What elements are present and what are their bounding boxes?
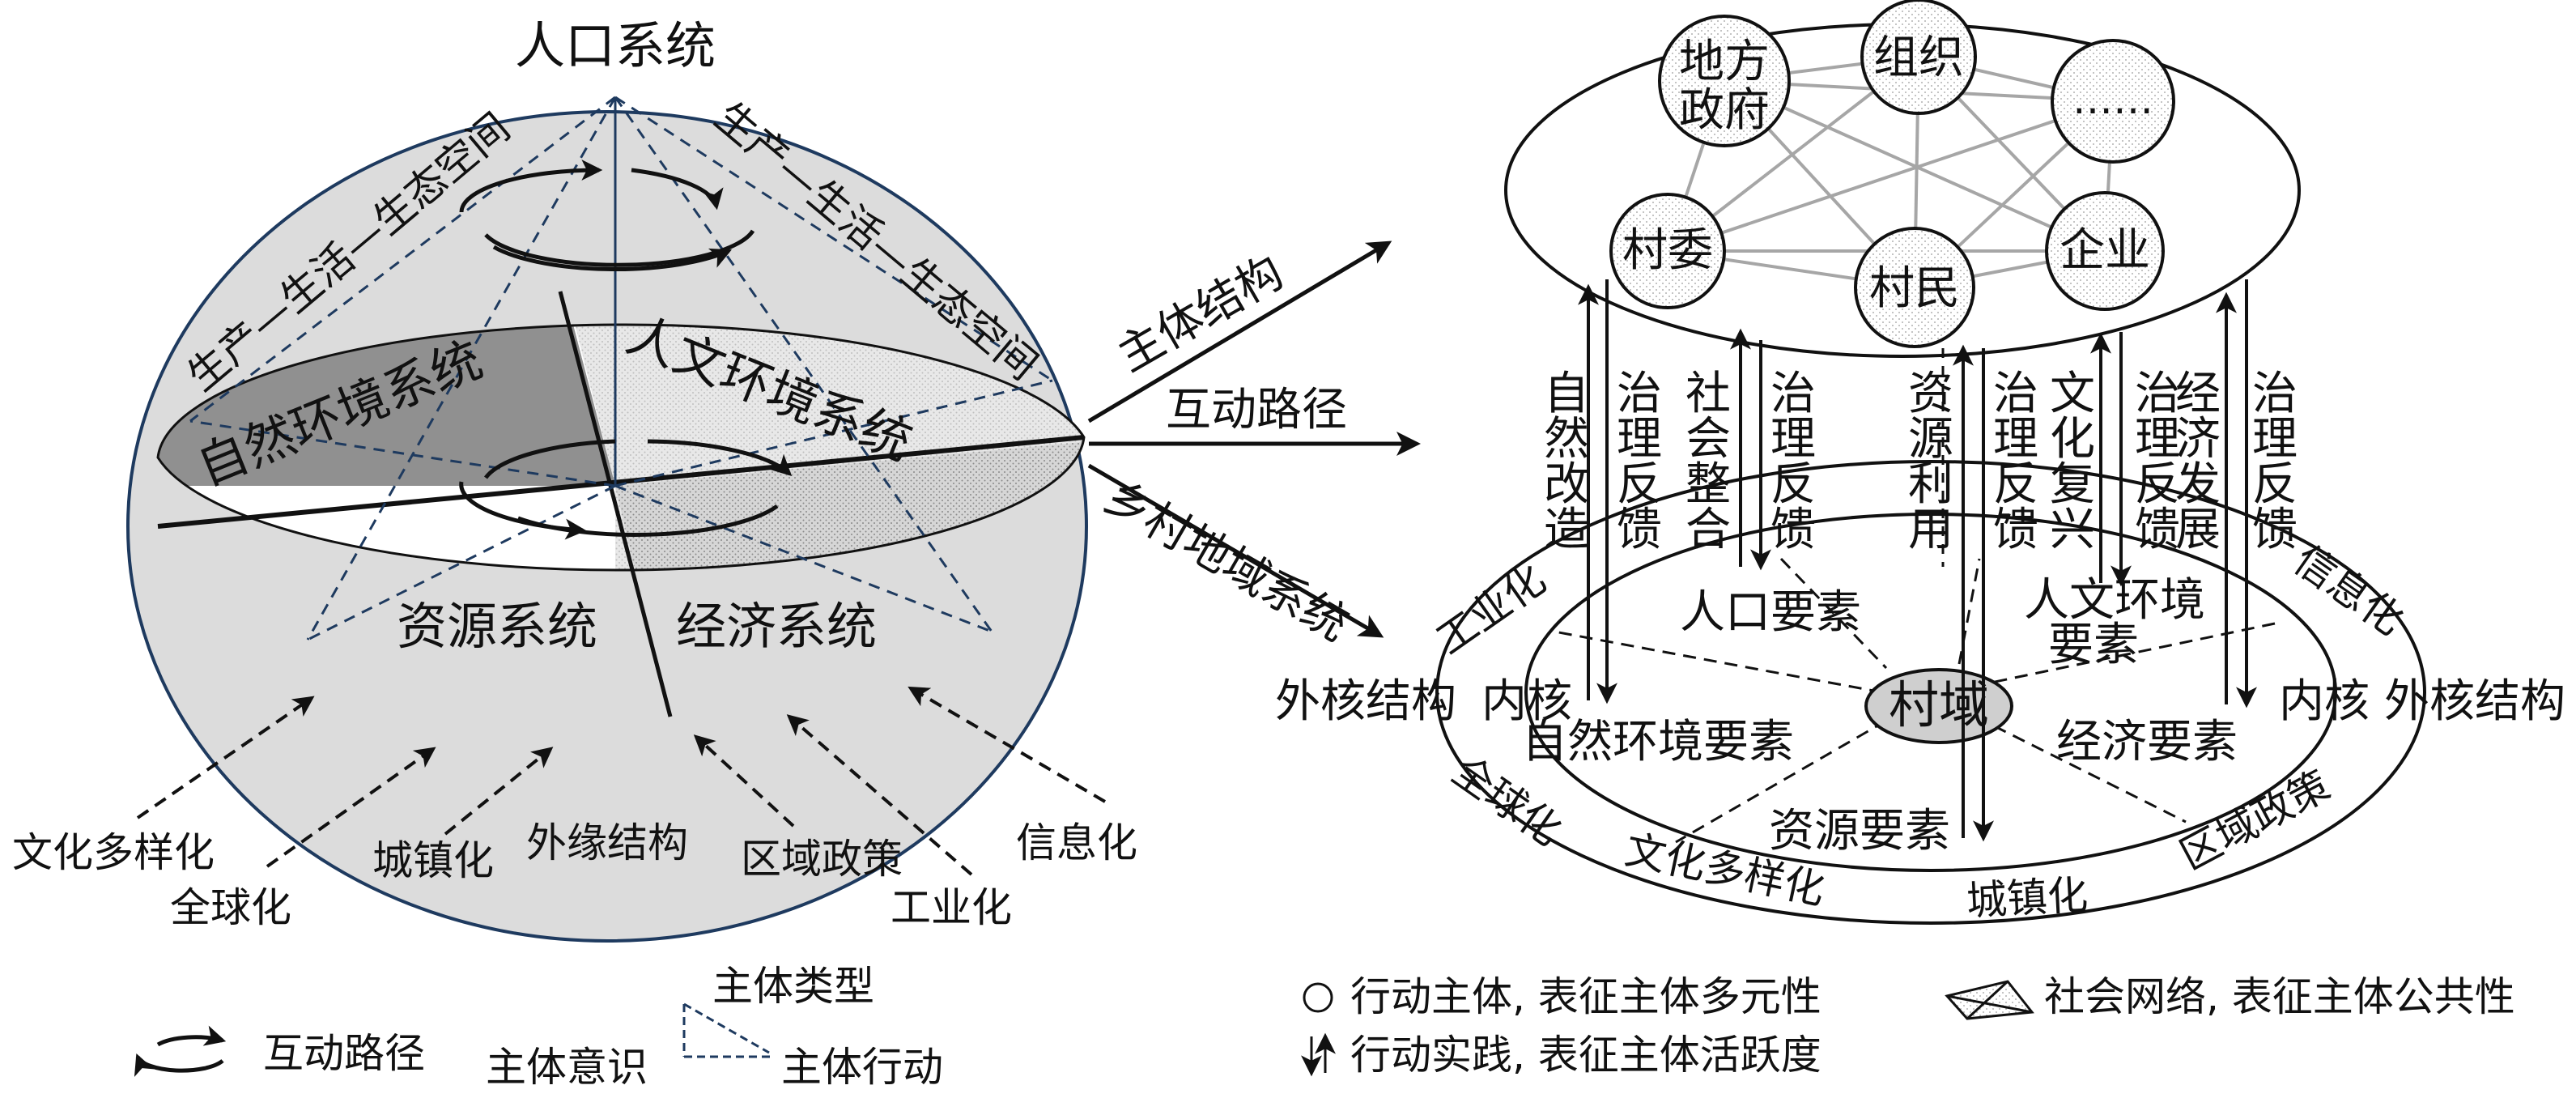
local-government-label-2: 政府 — [1679, 84, 1770, 137]
actor-structure-arrow — [1087, 240, 1392, 423]
outer-core-right-label: 外核结构 — [2384, 675, 2565, 728]
force-globalization: 全球化 — [170, 884, 291, 931]
ellipsis-label: …… — [2072, 76, 2153, 123]
village-center-ellipse — [1864, 668, 2013, 744]
humanities-element-label-2: 要素 — [2048, 619, 2139, 671]
force-informatization: 信息化 — [1016, 819, 1137, 866]
outer-core-left-label: 外核结构 — [1275, 675, 1456, 728]
actor-enterprise — [2045, 191, 2165, 311]
village-center-label: 村域 — [1889, 675, 1989, 734]
legend-actor-circle: 行动主体, 表征主体多元性 — [1350, 973, 1821, 1020]
disc-divider-vertical — [558, 291, 673, 717]
practice-label-3: 治理反馈 — [1770, 368, 1816, 556]
legend-updown-arrow-icon — [1301, 1032, 1336, 1077]
practice-label-0: 自然改造 — [1544, 368, 1589, 556]
sphere-diagram: 人口系统 生产—生活—生态空间 生产—生活—生态空间 自然环境系统 人文环境系统… — [12, 16, 1137, 943]
inner-core-right-label: 内核 — [2279, 675, 2370, 728]
actor-other — [2051, 39, 2175, 164]
population-element-label: 人口要素 — [1680, 586, 1861, 639]
practice-label-6: 文化复兴 — [2050, 368, 2095, 556]
organization-label: 组织 — [1873, 32, 1964, 84]
actor-local-government — [1658, 15, 1791, 147]
legend-network-icon — [1945, 980, 2034, 1020]
legend-actor-type: 主体类型 — [712, 963, 874, 1010]
rural-system-label: 乡村地域系统 — [1095, 470, 1357, 652]
external-force-arrows — [136, 686, 1107, 876]
disc-divider-horizontal — [157, 435, 1085, 529]
force-cultural-diversification: 文化多样化 — [12, 829, 215, 876]
legend-right: 行动主体, 表征主体多元性 社会网络, 表征主体公共性 行动实践, 表征主体活跃… — [1301, 973, 2515, 1079]
force-urbanization: 城镇化 — [372, 837, 494, 884]
actor-village-committee — [1609, 193, 1726, 309]
resource-system-label: 资源系统 — [397, 597, 597, 656]
economic-system-label: 经济系统 — [676, 597, 877, 656]
rural-region-panel: 村域 人口要素 人文环境 要素 自然环境要素 经济要素 资源要素 外核结构 内核… — [1275, 460, 2565, 925]
actor-network-panel: 地方 政府 组织 …… 村委 村民 企业 — [1504, 0, 2301, 358]
economy-element-label: 经济要素 — [2056, 716, 2238, 768]
connector-arrows — [1087, 240, 1421, 638]
practice-label-7: 治理反馈 — [2135, 368, 2180, 556]
ring-urbanization: 城镇化 — [1966, 871, 2089, 925]
practice-arrows — [1578, 279, 2257, 842]
top-interaction-ring — [459, 160, 755, 271]
practice-label-2: 社会整合 — [1685, 368, 1731, 556]
legend-interaction-path: 互动路径 — [263, 1030, 425, 1077]
actor-structure-label: 主体结构 — [1109, 246, 1292, 382]
practice-label-4: 资源利用 — [1908, 368, 1953, 556]
practice-label-5: 治理反馈 — [1993, 368, 2038, 556]
legend-social-network: 社会网络, 表征主体公共性 — [2044, 973, 2515, 1020]
legend-actor-action: 主体行动 — [781, 1044, 943, 1091]
interaction-path-label: 互动路径 — [1166, 384, 1347, 436]
villagers-label: 村民 — [1869, 262, 1960, 315]
local-government-label-1: 地方 — [1679, 36, 1770, 88]
population-system-label: 人口系统 — [515, 16, 716, 75]
resource-element-label: 资源要素 — [1769, 805, 1950, 858]
legend-left: 互动路径 主体类型 主体意识 主体行动 — [134, 963, 943, 1091]
practice-label-8: 经济发展 — [2175, 368, 2221, 556]
middle-interaction-ring — [459, 439, 793, 540]
legend-actor-awareness: 主体意识 — [486, 1044, 648, 1091]
legend-circle-icon — [1303, 982, 1333, 1013]
rural-system-arrow — [1087, 463, 1384, 638]
force-regional-policy: 区域政策 — [741, 836, 903, 883]
enterprise-label: 企业 — [2060, 224, 2150, 277]
force-industrialization: 工业化 — [891, 884, 1012, 931]
actor-villagers — [1854, 227, 1975, 348]
natural-element-label: 自然环境要素 — [1522, 716, 1794, 768]
practice-label-1: 治理反馈 — [1617, 368, 1662, 556]
actor-organization — [1860, 0, 1977, 115]
village-committee-label: 村委 — [1622, 224, 1713, 277]
legend-practice-arrows: 行动实践, 表征主体活跃度 — [1350, 1032, 1821, 1079]
inner-core-left-label: 内核 — [1481, 675, 1572, 728]
force-outer-structure: 外缘结构 — [526, 819, 688, 866]
practice-label-9: 治理反馈 — [2252, 368, 2298, 556]
actor-circles — [1609, 0, 2175, 348]
